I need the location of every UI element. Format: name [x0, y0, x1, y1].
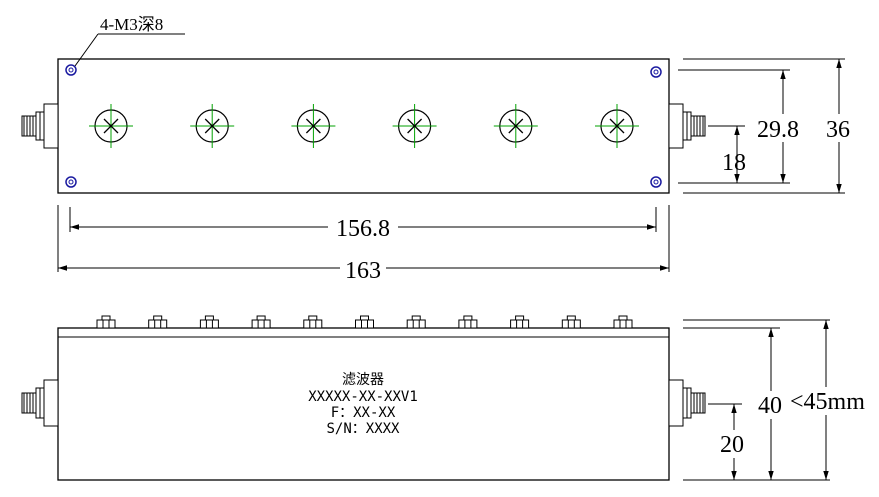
- tuning-nut: [355, 315, 374, 329]
- tuning-nut: [561, 315, 581, 329]
- mount-hole: [65, 176, 77, 188]
- sma-connector-left: [21, 103, 59, 149]
- tuning-screw: [392, 104, 437, 148]
- hole-callout: 4-M3深8: [74, 15, 185, 67]
- mount-hole: [65, 64, 77, 76]
- label-model: XXXXX-XX-XXV1: [308, 389, 418, 405]
- dim-body-height: 40: [756, 328, 786, 480]
- mount-hole: [650, 176, 662, 188]
- side-view: 滤波器 XXXXX-XX-XXV1 F：XX-XX S/N：XXXX 20 40…: [21, 315, 865, 481]
- hole-note: 4-M3深8: [100, 15, 163, 34]
- tuning-screw: [89, 104, 133, 148]
- tuning-screw: [190, 104, 235, 148]
- dim-label-163: 163: [345, 258, 381, 284]
- dim-overall-length: 163: [57, 205, 670, 284]
- top-view: 4-M3深8 156.8 163 18 2: [21, 15, 856, 284]
- top-body: [57, 58, 670, 194]
- dim-label-40: 40: [758, 393, 782, 419]
- dim-label-20: 20: [720, 432, 744, 458]
- product-label: 滤波器 XXXXX-XX-XXV1 F：XX-XX S/N：XXXX: [308, 372, 418, 437]
- sma-connector-side-right: [668, 379, 706, 427]
- tuning-nut: [96, 315, 116, 329]
- label-frequency: F：XX-XX: [331, 405, 396, 421]
- tuning-screw: [595, 104, 639, 148]
- tuning-screw: [291, 104, 336, 148]
- dim-label-29-8: 29.8: [757, 117, 799, 143]
- dim-hole-spacing: 29.8: [755, 70, 815, 183]
- tuning-nut: [406, 315, 426, 329]
- dim-overall-height: <45mm: [790, 320, 865, 480]
- dim-width: 36: [824, 59, 856, 193]
- tuning-nut: [510, 315, 530, 329]
- tuning-nut: [458, 315, 478, 329]
- dim-connector-height-top: 18: [722, 126, 746, 183]
- side-body: [57, 327, 670, 481]
- label-serial: S/N：XXXX: [326, 421, 400, 437]
- tuning-nut: [613, 315, 633, 329]
- tuning-nut: [303, 315, 323, 329]
- tuning-screw: [493, 104, 538, 148]
- mount-hole: [650, 66, 662, 78]
- dim-inner-length: 156.8: [69, 207, 657, 242]
- tuning-nut: [199, 315, 219, 329]
- dim-connector-height-side: 20: [718, 404, 750, 480]
- tuning-nut: [251, 315, 271, 329]
- tuning-nut: [148, 315, 168, 329]
- label-product-name: 滤波器: [342, 372, 384, 388]
- sma-connector-side-left: [21, 379, 59, 427]
- dim-label-156-8: 156.8: [336, 216, 390, 242]
- sma-connector-right: [668, 103, 706, 149]
- dim-label-45mm: <45mm: [790, 389, 865, 415]
- dim-label-36: 36: [826, 117, 850, 143]
- dim-label-18: 18: [722, 150, 746, 176]
